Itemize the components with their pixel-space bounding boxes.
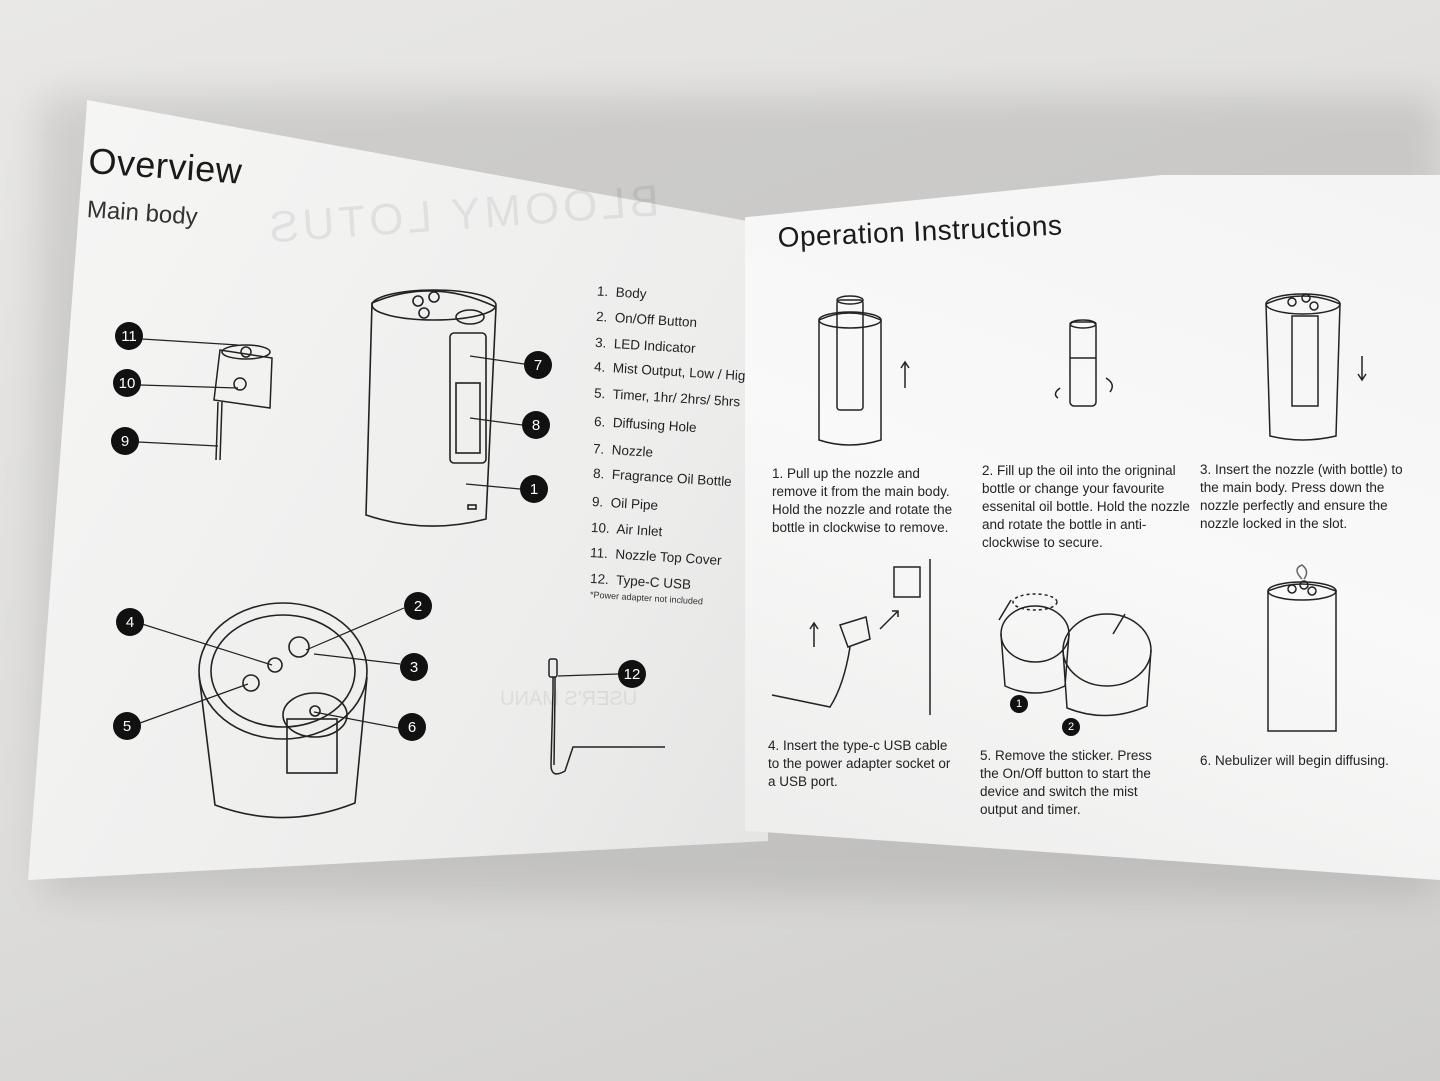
step-number: 6. xyxy=(1200,753,1212,768)
callout-badge: 7 xyxy=(524,351,552,379)
callout-badge: 3 xyxy=(400,653,428,681)
step-instruction: 2. Fill up the oil into the origninal bo… xyxy=(982,462,1192,552)
step-text: Remove the sticker. Press the On/Off but… xyxy=(980,748,1152,817)
step-instruction: 6. Nebulizer will begin diffusing. xyxy=(1200,752,1420,770)
callout-badge: 1 xyxy=(520,475,548,503)
usb-cable-illustration xyxy=(548,658,665,775)
callout-badge: 9 xyxy=(111,427,139,455)
step-instruction: 1. Pull up the nozzle and remove it from… xyxy=(772,465,962,537)
step1-illustration xyxy=(818,295,910,446)
callout-badge: 4 xyxy=(116,608,144,636)
callout-badge: 8 xyxy=(522,411,550,439)
step-instruction: 5. Remove the sticker. Press the On/Off … xyxy=(980,747,1165,819)
step-number: 1. xyxy=(772,466,784,481)
step4-illustration xyxy=(771,559,931,715)
step-number: 4. xyxy=(768,738,780,753)
step3-illustration xyxy=(1265,293,1367,441)
top-view-illustration xyxy=(198,602,368,819)
step-text: Insert the type-c USB cable to the power… xyxy=(768,738,951,789)
callout-badge: 12 xyxy=(618,660,646,688)
step5-marker: 2 xyxy=(1062,718,1080,736)
diffuser-body-illustration xyxy=(365,289,497,527)
callout-badge: 6 xyxy=(398,713,426,741)
left-page xyxy=(28,100,768,880)
step6-illustration xyxy=(1267,564,1337,732)
nozzle-assembly-illustration xyxy=(213,344,273,461)
step-text: Insert the nozzle (with bottle) to the m… xyxy=(1200,462,1403,531)
callout-badge: 5 xyxy=(113,712,141,740)
step5-illustration xyxy=(998,593,1152,717)
step-text: Pull up the nozzle and remove it from th… xyxy=(772,466,953,535)
callout-badge: 10 xyxy=(113,369,141,397)
step2-illustration xyxy=(1054,319,1113,407)
step-instruction: 3. Insert the nozzle (with bottle) to th… xyxy=(1200,461,1410,533)
step-instruction: 4. Insert the type-c USB cable to the po… xyxy=(768,737,953,791)
step-number: 3. xyxy=(1200,462,1212,477)
step-number: 2. xyxy=(982,463,994,478)
step-text: Nebulizer will begin diffusing. xyxy=(1215,753,1389,768)
step5-marker: 1 xyxy=(1010,695,1028,713)
step-text: Fill up the oil into the origninal bottl… xyxy=(982,463,1190,550)
callout-badge: 11 xyxy=(115,322,143,350)
right-page xyxy=(745,175,1440,880)
step-number: 5. xyxy=(980,748,992,763)
callout-badge: 2 xyxy=(404,592,432,620)
